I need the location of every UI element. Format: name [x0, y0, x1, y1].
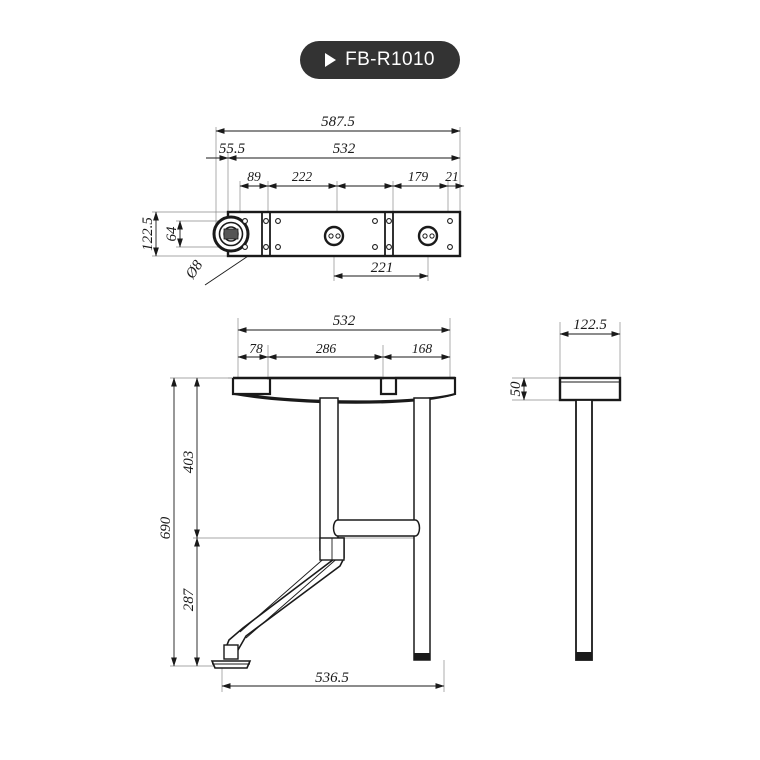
- mount-points: [323, 225, 439, 247]
- top-view-dimension-lines: [153, 128, 465, 279]
- dim-front-footprint: 536.5: [315, 670, 349, 686]
- dim-top-body: 532: [333, 141, 356, 157]
- fixing-holes: [242, 218, 453, 250]
- dim-top-seg4: 21: [445, 169, 459, 184]
- side-seat-section: [558, 376, 622, 402]
- dim-front-lower-height: 287: [181, 587, 197, 611]
- dim-side-thickness: 50: [508, 381, 524, 397]
- dim-top-overall: 587.5: [321, 114, 355, 130]
- top-view-extension-lines: [152, 127, 461, 281]
- dim-top-depth: 122.5: [140, 217, 156, 251]
- dim-front-upper-height: 403: [181, 451, 197, 474]
- front-view-dimension-lines: [171, 327, 451, 689]
- dim-front-total-height: 690: [158, 516, 174, 539]
- seat-slab: [231, 376, 457, 404]
- dim-top-hole-spacing: 221: [371, 260, 394, 276]
- dim-top-left-offset: 55.5: [219, 141, 246, 157]
- product-code-label: FB-R1010: [345, 49, 435, 70]
- dim-front-seg1: 78: [249, 341, 263, 356]
- top-view: 587.5 532 55.5 89 222 179 21 221 122.5 6…: [140, 114, 465, 286]
- dim-top-seg1: 89: [247, 169, 261, 184]
- dim-hole-diameter: Ø8: [182, 257, 206, 282]
- front-view: 532 78 286 168 690 403 287 536.5: [158, 313, 457, 692]
- dim-front-seat-width: 532: [333, 313, 356, 329]
- dim-front-seg2: 286: [316, 341, 337, 356]
- side-view: 122.5 50: [508, 317, 622, 661]
- dim-front-seg3: 168: [412, 341, 433, 356]
- triangle-right-icon: [325, 53, 337, 67]
- dim-top-hinge-width: 64: [164, 226, 180, 242]
- side-post: [575, 399, 593, 661]
- dim-side-depth: 122.5: [573, 317, 607, 333]
- dim-top-seg2: 222: [292, 169, 313, 184]
- side-view-dimension-lines: [521, 331, 621, 401]
- foot-pad: [210, 644, 252, 669]
- product-code-badge: FB-R1010: [300, 41, 460, 79]
- front-view-extension-lines: [170, 318, 451, 692]
- dim-top-seg3: 179: [408, 169, 429, 184]
- cross-brace: [332, 519, 421, 537]
- angled-support-leg: [223, 537, 345, 651]
- hinge-boss: [212, 215, 250, 253]
